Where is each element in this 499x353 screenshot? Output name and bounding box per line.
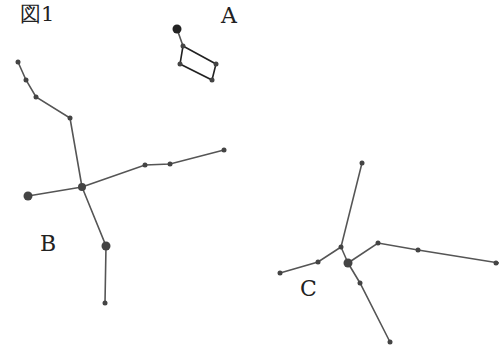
star (344, 259, 353, 268)
star (376, 241, 381, 246)
star (388, 340, 393, 345)
figure-number: 図1 (20, 4, 54, 25)
star-line (341, 163, 362, 247)
star (214, 62, 219, 67)
star (34, 95, 39, 100)
star (68, 116, 73, 121)
star-line (348, 243, 499, 263)
star (278, 271, 283, 276)
stars (16, 25, 499, 345)
star (181, 44, 186, 49)
star-line (180, 46, 216, 80)
star-line (348, 263, 390, 342)
star (16, 60, 21, 65)
star (316, 260, 321, 265)
star (78, 183, 86, 191)
star (222, 148, 227, 153)
star (103, 301, 108, 306)
constellation-label: A (221, 5, 237, 27)
star-line (82, 150, 224, 187)
star (210, 78, 215, 83)
star (494, 261, 499, 266)
star (358, 281, 363, 286)
star (416, 248, 421, 253)
star (102, 242, 111, 251)
constellation-label: B (40, 233, 56, 255)
star-line (280, 247, 341, 273)
constellation-lines (18, 29, 499, 342)
star (143, 163, 148, 168)
star (168, 162, 173, 167)
star (178, 62, 183, 67)
star (173, 25, 182, 34)
star (24, 78, 29, 83)
star (339, 245, 344, 250)
star-line (28, 187, 82, 196)
constellation-label: C (300, 278, 317, 300)
star (360, 161, 365, 166)
star-line (18, 62, 82, 187)
star (24, 192, 33, 201)
